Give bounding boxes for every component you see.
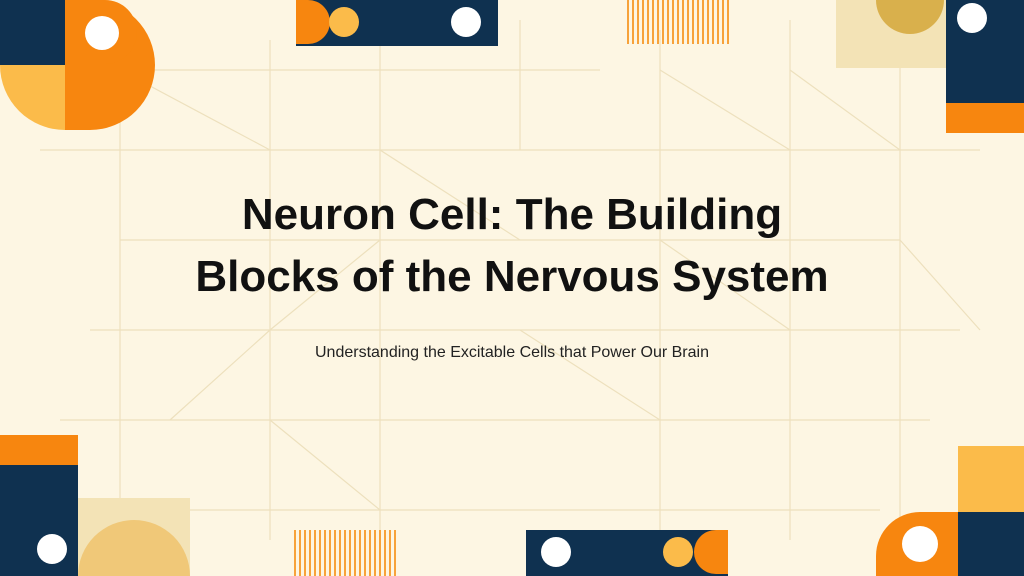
bottom-navy-bar <box>526 530 728 576</box>
top-left-shapes <box>0 0 155 130</box>
bottom-stripes <box>294 530 396 576</box>
slide-title: Neuron Cell: The Building Blocks of the … <box>112 184 912 308</box>
bottom-left-shapes <box>0 435 190 576</box>
slide-subtitle: Understanding the Excitable Cells that P… <box>315 344 709 361</box>
top-right-shapes <box>836 0 1024 133</box>
top-stripes <box>627 0 729 44</box>
bottom-right-shapes <box>876 446 1024 576</box>
slide-title-line-2: Blocks of the Nervous System <box>195 252 829 301</box>
top-navy-bar <box>296 0 498 46</box>
slide-title-line-1: Neuron Cell: The Building <box>241 190 783 239</box>
